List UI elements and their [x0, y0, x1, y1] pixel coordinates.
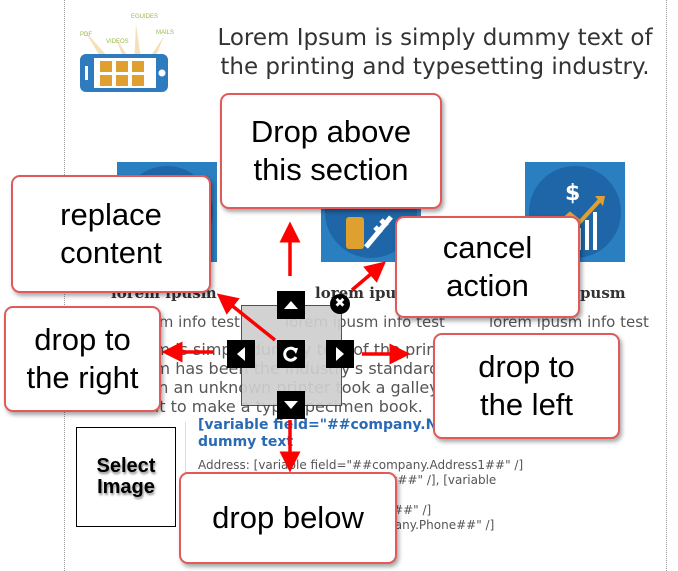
address-line-1: Address: [variable field="##company.Addr… — [198, 458, 524, 472]
logo-label-pdf: PDF — [80, 32, 92, 38]
select-image-line-1: Select — [96, 455, 156, 477]
callout-cancel-action: cancel action — [395, 216, 580, 318]
select-image-button[interactable]: Select Image — [76, 427, 176, 527]
callout-drop-below-text: drop below — [212, 500, 364, 535]
logo-label-videos: VIDEOS — [106, 39, 129, 45]
arrow-right-icon — [336, 347, 344, 361]
callout-drop-left-text: drop to the left — [478, 349, 575, 422]
header-text: Lorem Ipsum is simply dummy text of the … — [200, 24, 670, 82]
replace-button[interactable] — [277, 340, 305, 368]
arrow-left-icon — [237, 347, 245, 361]
right-guide-line — [666, 0, 667, 571]
header-text-line-2: the printing and typesetting industry. — [220, 54, 650, 80]
move-up-button[interactable] — [277, 291, 305, 319]
move-down-button[interactable] — [277, 391, 305, 419]
header-text-line-1: Lorem Ipsum is simply dummy text of — [217, 25, 653, 51]
callout-replace-content: replace content — [11, 175, 211, 293]
callout-replace-text: replace content — [60, 197, 162, 270]
callout-drop-above-text: Drop above this section — [250, 114, 412, 187]
callout-drop-below: drop below — [179, 472, 397, 564]
select-image-line-2: Image — [97, 476, 155, 498]
logo-label-eguides: EGUIDES — [131, 14, 158, 20]
refresh-icon — [283, 346, 298, 362]
cancel-button[interactable]: ✖ — [330, 294, 350, 314]
company-title-line-2: dummy text — [198, 434, 294, 450]
callout-drop-right: drop to the right — [4, 306, 161, 412]
arrow-up-icon — [284, 301, 298, 309]
svg-text:$: $ — [565, 181, 580, 206]
logo-label-mails: MAILS — [156, 30, 174, 36]
callout-drop-above: Drop above this section — [220, 93, 442, 209]
callout-cancel-text: cancel action — [442, 230, 533, 303]
move-left-button[interactable] — [227, 340, 255, 368]
logo: PDF VIDEOS EGUIDES MAILS — [76, 8, 176, 94]
callout-drop-right-text: drop to the right — [26, 322, 139, 395]
move-right-button[interactable] — [326, 340, 354, 368]
callout-drop-left: drop to the left — [433, 333, 620, 439]
select-image-label: Select Image — [97, 456, 156, 498]
arrow-down-icon — [284, 401, 298, 409]
